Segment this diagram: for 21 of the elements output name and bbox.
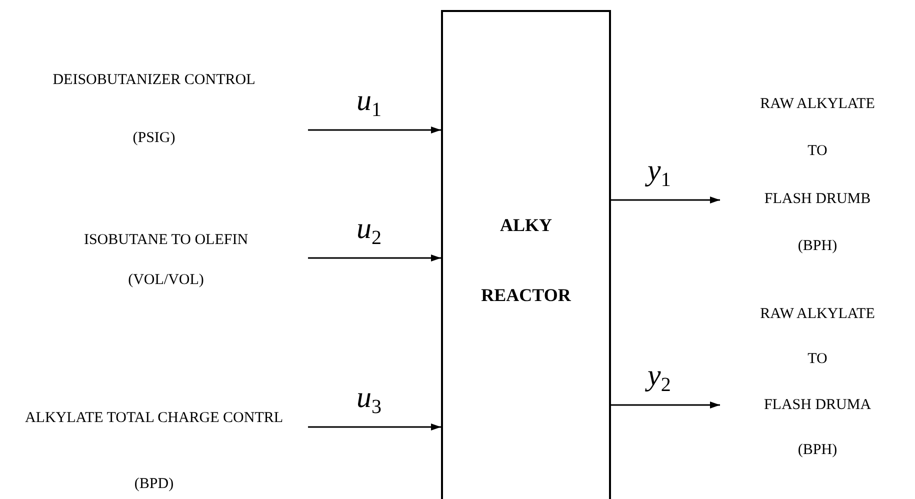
unit-label: FLASH DRUMB (763, 190, 872, 209)
unit-label: (BPH) (796, 236, 838, 256)
stream-label: DEISOBUTANIZER CONTROL (52, 71, 256, 90)
arrow (308, 254, 441, 262)
reactor-label: ALKY REACTOR (481, 214, 571, 307)
unit-label: TO (806, 142, 828, 162)
reactor-box (441, 10, 611, 499)
arrow (611, 196, 720, 204)
unit-label: FLASH DRUMA (762, 396, 872, 415)
stream-label: RAW ALKYLATE (759, 95, 876, 114)
unit-label: (VOL/VOL) (127, 271, 205, 290)
stream-label: RAW ALKYLATE (759, 305, 876, 324)
arrow (308, 126, 441, 134)
stream-label: ISOBUTANE TO OLEFIN (82, 231, 250, 250)
arrow (611, 402, 720, 408)
stream-label: ALKYLATE TOTAL CHARGE CONTRL (24, 409, 284, 428)
unit-label: (BPH) (796, 440, 838, 460)
unit-label: TO (806, 350, 828, 370)
arrow (308, 424, 441, 430)
unit-label: (PSIG) (132, 129, 176, 148)
unit-label: (BPD) (133, 475, 175, 494)
